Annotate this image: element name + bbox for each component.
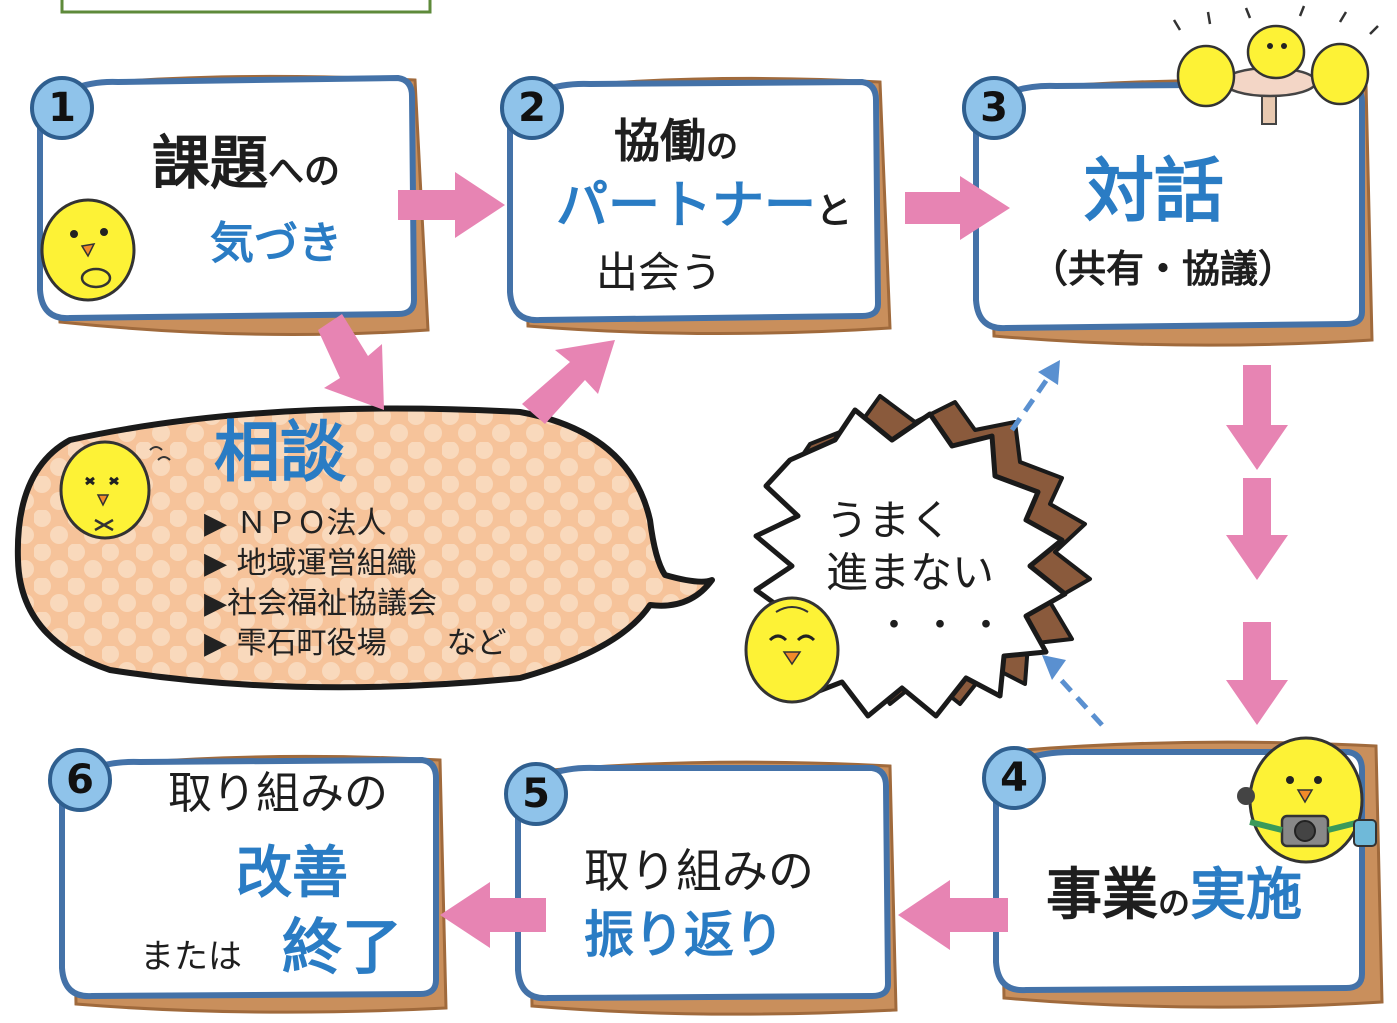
- consult-list: ▶ ＮＰＯ法人 ▶ 地域運営組織 ▶社会福祉協議会 ▶ 雫石町役場 など: [204, 504, 507, 664]
- top-frame-fragment: [60, 0, 432, 14]
- dashed-arrows: [1009, 373, 1104, 727]
- arrow-3-4-b: [1226, 478, 1288, 580]
- arrow-5-6: [440, 882, 546, 948]
- step-box-5: [515, 760, 898, 1016]
- dashed-arrow-head-up: [1038, 360, 1060, 385]
- arrow-consult-2: [522, 340, 615, 424]
- pink-arrows: [318, 172, 1288, 950]
- step-box-3: [973, 78, 1374, 347]
- step6-improve: 改善: [236, 841, 348, 906]
- step-number-3: 3: [962, 76, 1026, 140]
- step-box-2: [507, 76, 892, 336]
- consult-item: ▶ 雫石町役場 など: [204, 626, 507, 661]
- arrow-2-3: [905, 176, 1010, 240]
- step6-or: または: [140, 937, 242, 977]
- consult-item: ▶ 地域運営組織: [204, 546, 417, 581]
- step4-title: 事業の実施: [1046, 863, 1303, 928]
- arrow-3-4-a: [1226, 365, 1288, 470]
- consult-bubble: [14, 405, 715, 691]
- arrow-4-5: [898, 880, 1008, 950]
- chick-thinking: [40, 198, 136, 302]
- step-number-1: 1: [30, 76, 94, 140]
- chick-consult: [59, 440, 171, 540]
- chick-camera: [1237, 736, 1377, 864]
- consult-item: ▶社会福祉協議会: [204, 586, 438, 621]
- step6-end: 終了: [282, 913, 402, 983]
- stuck-line2: 進まない: [826, 548, 995, 597]
- step-number-5: 5: [504, 762, 568, 826]
- dashed-arrow-head-left: [1042, 655, 1066, 680]
- step1-title: 課題への: [152, 129, 341, 197]
- step-box-6: [59, 754, 448, 1014]
- step2-title: 協働の: [614, 114, 739, 168]
- arrow-1-consult: [318, 314, 384, 410]
- stuck-line3: ・・・: [876, 605, 1015, 646]
- step5-review: 振り返り: [584, 906, 784, 964]
- step2-meet: 出会う: [596, 248, 723, 297]
- chicks-meeting: [1172, 5, 1379, 125]
- chick-worried: [744, 596, 840, 704]
- consult-item: ▶ ＮＰＯ法人: [204, 506, 387, 541]
- step-number-2: 2: [500, 76, 564, 140]
- step-number-4: 4: [982, 746, 1046, 810]
- step-number-6: 6: [48, 748, 112, 812]
- step6-line1: 取り組みの: [168, 768, 388, 819]
- stuck-line1: うまく: [826, 496, 953, 545]
- arrow-1-2: [398, 172, 505, 238]
- arrow-3-4-c: [1226, 622, 1288, 725]
- step3-subtitle: （共有・協議）: [1030, 247, 1297, 291]
- step2-partner: パートナーと: [556, 176, 853, 236]
- step3-title: 対話: [1084, 150, 1224, 232]
- step5-line1: 取り組みの: [584, 844, 814, 898]
- step1-awareness: 気づき: [210, 218, 342, 269]
- consult-title: 相談: [214, 414, 346, 491]
